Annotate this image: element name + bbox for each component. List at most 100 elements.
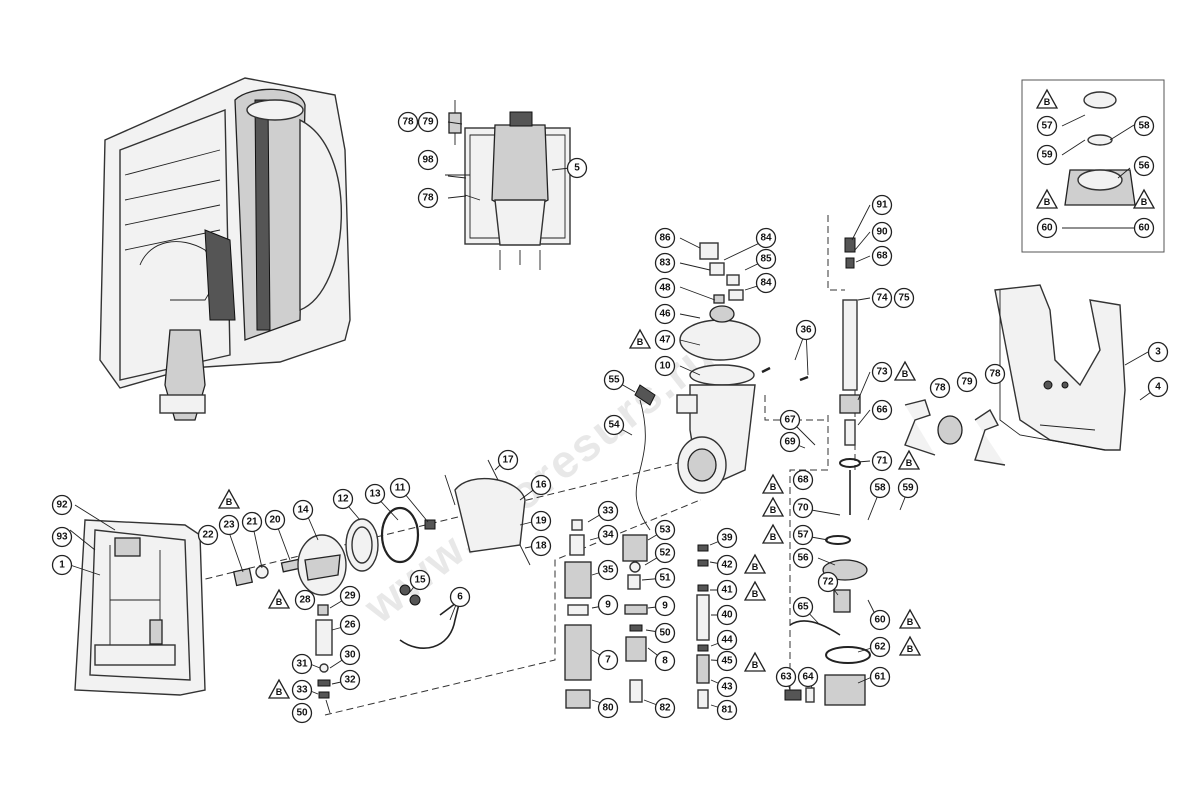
callout-label: 85 xyxy=(760,254,772,265)
callout-label: 73 xyxy=(876,367,888,378)
callout-4: 4 xyxy=(1147,376,1169,398)
callout-label: 11 xyxy=(395,483,406,494)
callout-label: 40 xyxy=(721,610,733,621)
callout-55: 55 xyxy=(603,369,625,391)
callout-label: 79 xyxy=(961,377,973,388)
callout-label: 86 xyxy=(659,233,671,244)
callout-label: 60 xyxy=(1138,223,1150,234)
callout-label: 59 xyxy=(1041,150,1053,161)
callout-16: 16 xyxy=(530,474,552,496)
callout-label: 69 xyxy=(784,437,796,448)
marker-b: B xyxy=(743,651,767,672)
callout-98: 98 xyxy=(417,149,439,171)
callout-39: 39 xyxy=(716,527,738,549)
callout-label: 57 xyxy=(797,530,809,541)
callout-label: 60 xyxy=(1041,223,1053,234)
callout-label: 12 xyxy=(337,494,349,505)
callout-label: 34 xyxy=(602,530,614,541)
callout-60: 60 xyxy=(869,609,891,631)
callout-label: 74 xyxy=(876,293,888,304)
callout-50: 50 xyxy=(654,622,676,644)
callout-label: 35 xyxy=(602,565,614,576)
callout-56: 56 xyxy=(792,547,814,569)
callout-46: 46 xyxy=(654,303,676,325)
callout-60: 60 xyxy=(1036,217,1058,239)
marker-label: B xyxy=(637,337,644,347)
callout-26: 26 xyxy=(339,614,361,636)
callout-75: 75 xyxy=(893,287,915,309)
callout-label: 55 xyxy=(608,375,620,386)
callout-9: 9 xyxy=(597,594,619,616)
callout-label: 70 xyxy=(797,503,809,514)
callout-72: 72 xyxy=(817,571,839,593)
callout-62: 62 xyxy=(869,636,891,658)
callout-57: 57 xyxy=(792,524,814,546)
callout-64: 64 xyxy=(797,666,819,688)
callout-label: 6 xyxy=(457,592,463,603)
marker-label: B xyxy=(752,660,759,670)
callout-66: 66 xyxy=(871,399,893,421)
callout-32: 32 xyxy=(339,669,361,691)
callout-label: 42 xyxy=(721,560,733,571)
back-plate xyxy=(74,519,206,696)
callout-91: 91 xyxy=(871,194,893,216)
callout-label: 48 xyxy=(659,283,671,294)
callout-68: 68 xyxy=(871,245,893,267)
callout-10: 10 xyxy=(654,355,676,377)
marker-b: B xyxy=(1035,188,1059,209)
callout-67: 67 xyxy=(779,409,801,431)
callout-42: 42 xyxy=(716,554,738,576)
callout-label: 66 xyxy=(876,405,888,416)
callout-label: 9 xyxy=(605,600,611,611)
marker-b: B xyxy=(761,473,785,494)
callout-73: 73 xyxy=(871,361,893,383)
callout-label: 17 xyxy=(502,455,514,466)
callout-label: 57 xyxy=(1041,121,1053,132)
callout-61: 61 xyxy=(869,666,891,688)
callout-19: 19 xyxy=(530,510,552,532)
callout-label: 78 xyxy=(934,383,946,394)
marker-label: B xyxy=(752,562,759,572)
callout-label: 33 xyxy=(602,506,614,517)
callout-15: 15 xyxy=(409,569,431,591)
heating-chamber xyxy=(634,319,761,531)
callout-label: 31 xyxy=(296,659,308,670)
callout-35: 35 xyxy=(597,559,619,581)
callout-label: 19 xyxy=(535,516,547,527)
callout-label: 21 xyxy=(246,517,258,528)
marker-label: B xyxy=(226,497,233,507)
callout-74: 74 xyxy=(871,287,893,309)
callout-13: 13 xyxy=(364,483,386,505)
callout-53: 53 xyxy=(654,519,676,541)
callout-71: 71 xyxy=(871,450,893,472)
callout-33: 33 xyxy=(291,679,313,701)
callout-79: 79 xyxy=(417,111,439,133)
callout-label: 10 xyxy=(659,361,671,372)
callout-69: 69 xyxy=(779,431,801,453)
heater-module-inset xyxy=(445,100,571,270)
callout-50: 50 xyxy=(291,702,313,724)
callout-9: 9 xyxy=(654,595,676,617)
marker-b: B xyxy=(217,488,241,509)
callout-5: 5 xyxy=(566,157,588,179)
callout-79: 79 xyxy=(956,371,978,393)
callout-label: 9 xyxy=(662,601,668,612)
callout-label: 50 xyxy=(659,628,671,639)
callout-18: 18 xyxy=(530,535,552,557)
callout-label: 29 xyxy=(344,591,356,602)
callout-label: 36 xyxy=(800,325,812,336)
callout-20: 20 xyxy=(264,509,286,531)
callout-28: 28 xyxy=(294,589,316,611)
callout-label: 82 xyxy=(659,703,671,714)
marker-b: B xyxy=(893,360,917,381)
marker-label: B xyxy=(1044,97,1051,107)
callout-label: 20 xyxy=(269,515,281,526)
callout-label: 62 xyxy=(874,642,886,653)
callout-label: 78 xyxy=(989,369,1001,380)
callout-label: 43 xyxy=(721,682,733,693)
callout-label: 56 xyxy=(797,553,809,564)
callout-41: 41 xyxy=(716,579,738,601)
callout-label: 3 xyxy=(1155,347,1161,358)
callout-17: 17 xyxy=(497,449,519,471)
callout-label: 58 xyxy=(874,483,886,494)
